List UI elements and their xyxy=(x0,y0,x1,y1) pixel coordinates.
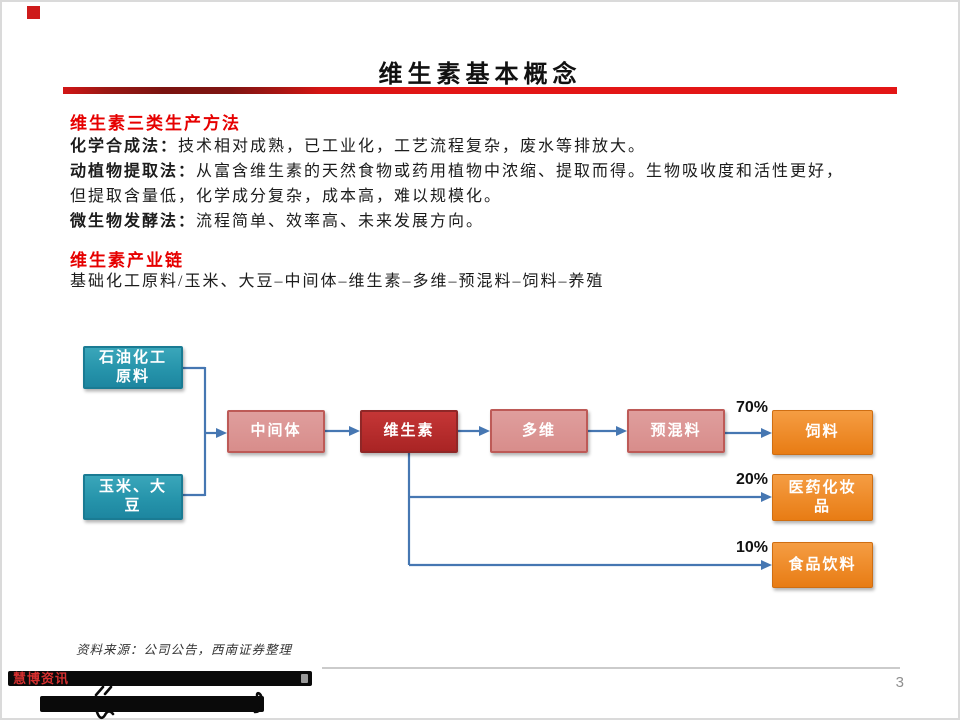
node-petrochemical-raw-material: 石油化工 原料 xyxy=(83,346,183,389)
node-multivitamin: 多维 xyxy=(490,409,588,453)
method-lead-fermentation: 微生物发酵法： xyxy=(70,213,197,230)
node-intermediate: 中间体 xyxy=(227,410,325,453)
page-title: 维生素基本概念 xyxy=(378,62,582,88)
node-cornsoy-line1: 玉米、大 xyxy=(98,479,167,495)
title-underline-bar xyxy=(63,87,897,94)
source-note: 资料来源：公司公告，西南证券整理 xyxy=(76,643,293,657)
watermark-bar-bottom xyxy=(40,696,264,712)
method-line-chemical: 化学合成法：技术相对成熟，已工业化，工艺流程复杂，废水等排放大。 xyxy=(70,132,646,156)
percent-label-feed: 70% xyxy=(735,399,768,416)
node-food-beverage-label: 食品饮料 xyxy=(788,556,857,573)
section-heading-industry-chain: 维生素产业链 xyxy=(70,251,184,270)
node-feed: 饲料 xyxy=(772,410,873,455)
method-text-extraction: 从富含维生素的天然食物或药用植物中浓缩、提取而得。生物吸收度和活性更好， xyxy=(196,163,845,180)
arrowhead-multivitamin xyxy=(479,426,490,436)
method-line-fermentation: 微生物发酵法：流程简单、效率高、未来发展方向。 xyxy=(70,207,484,231)
percent-label-food: 10% xyxy=(735,539,768,556)
corner-red-square xyxy=(27,6,40,19)
node-pharma-line2: 品 xyxy=(813,498,831,515)
watermark-bar-top: 慧博资讯 xyxy=(8,671,312,686)
node-feed-label: 饲料 xyxy=(805,424,840,440)
node-petrochemical-line1: 石油化工 xyxy=(98,349,167,366)
method-lead-extraction: 动植物提取法： xyxy=(70,163,197,180)
footer-divider-line xyxy=(322,667,900,669)
node-intermediate-label: 中间体 xyxy=(250,423,302,439)
section-heading-production-methods: 维生素三类生产方法 xyxy=(70,114,241,133)
node-vitamin-label: 维生素 xyxy=(383,423,435,439)
method-lead-chemical: 化学合成法： xyxy=(70,138,179,155)
node-vitamin: 维生素 xyxy=(360,410,458,453)
node-pharma-line1: 医药化妆 xyxy=(788,479,857,496)
industry-chain-text: 基础化工原料/玉米、大豆–中间体–维生素–多维–预混料–饲料–养殖 xyxy=(70,267,604,291)
node-cornsoy-line2: 豆 xyxy=(124,498,142,514)
method-text-chemical: 技术相对成熟，已工业化，工艺流程复杂，废水等排放大。 xyxy=(178,138,647,155)
method-text-extraction-cont: 但提取含量低，化学成分复杂，成本高，难以规模化。 xyxy=(70,188,503,205)
arrowhead-vitamin xyxy=(349,426,360,436)
method-line-extraction: 动植物提取法：从富含维生素的天然食物或药用植物中浓缩、提取而得。生物吸收度和活性… xyxy=(70,157,844,181)
arrowhead-intermediate xyxy=(216,428,227,438)
node-premix-label: 预混料 xyxy=(650,422,702,439)
node-premix: 预混料 xyxy=(627,409,725,453)
node-multivitamin-label: 多维 xyxy=(521,422,556,439)
arrowhead-pharma xyxy=(761,492,772,502)
node-food-beverage: 食品饮料 xyxy=(772,542,873,588)
scribble-tick-right xyxy=(103,685,113,696)
node-pharma-cosmetics: 医药化妆 品 xyxy=(772,474,873,521)
scribble-tick-left xyxy=(94,685,105,697)
node-corn-soybean: 玉米、大 豆 xyxy=(83,474,183,520)
arrowhead-food xyxy=(761,560,772,570)
watermark-text: 慧博资讯 xyxy=(13,671,70,686)
watermark-endmark xyxy=(301,674,308,683)
page-number: 3 xyxy=(895,674,904,691)
node-petrochemical-line2: 原料 xyxy=(115,368,150,385)
scribble-v-below xyxy=(95,710,115,720)
percent-label-pharma: 20% xyxy=(735,471,768,488)
method-text-fermentation: 流程简单、效率高、未来发展方向。 xyxy=(196,213,485,230)
connector-lines xyxy=(183,366,762,567)
arrowhead-premix xyxy=(616,426,627,436)
method-line-extraction-cont: 但提取含量低，化学成分复杂，成本高，难以规模化。 xyxy=(70,182,502,206)
industry-chain-text-span: 基础化工原料/玉米、大豆–中间体–维生素–多维–预混料–饲料–养殖 xyxy=(70,273,605,290)
arrowhead-feed xyxy=(761,428,772,438)
